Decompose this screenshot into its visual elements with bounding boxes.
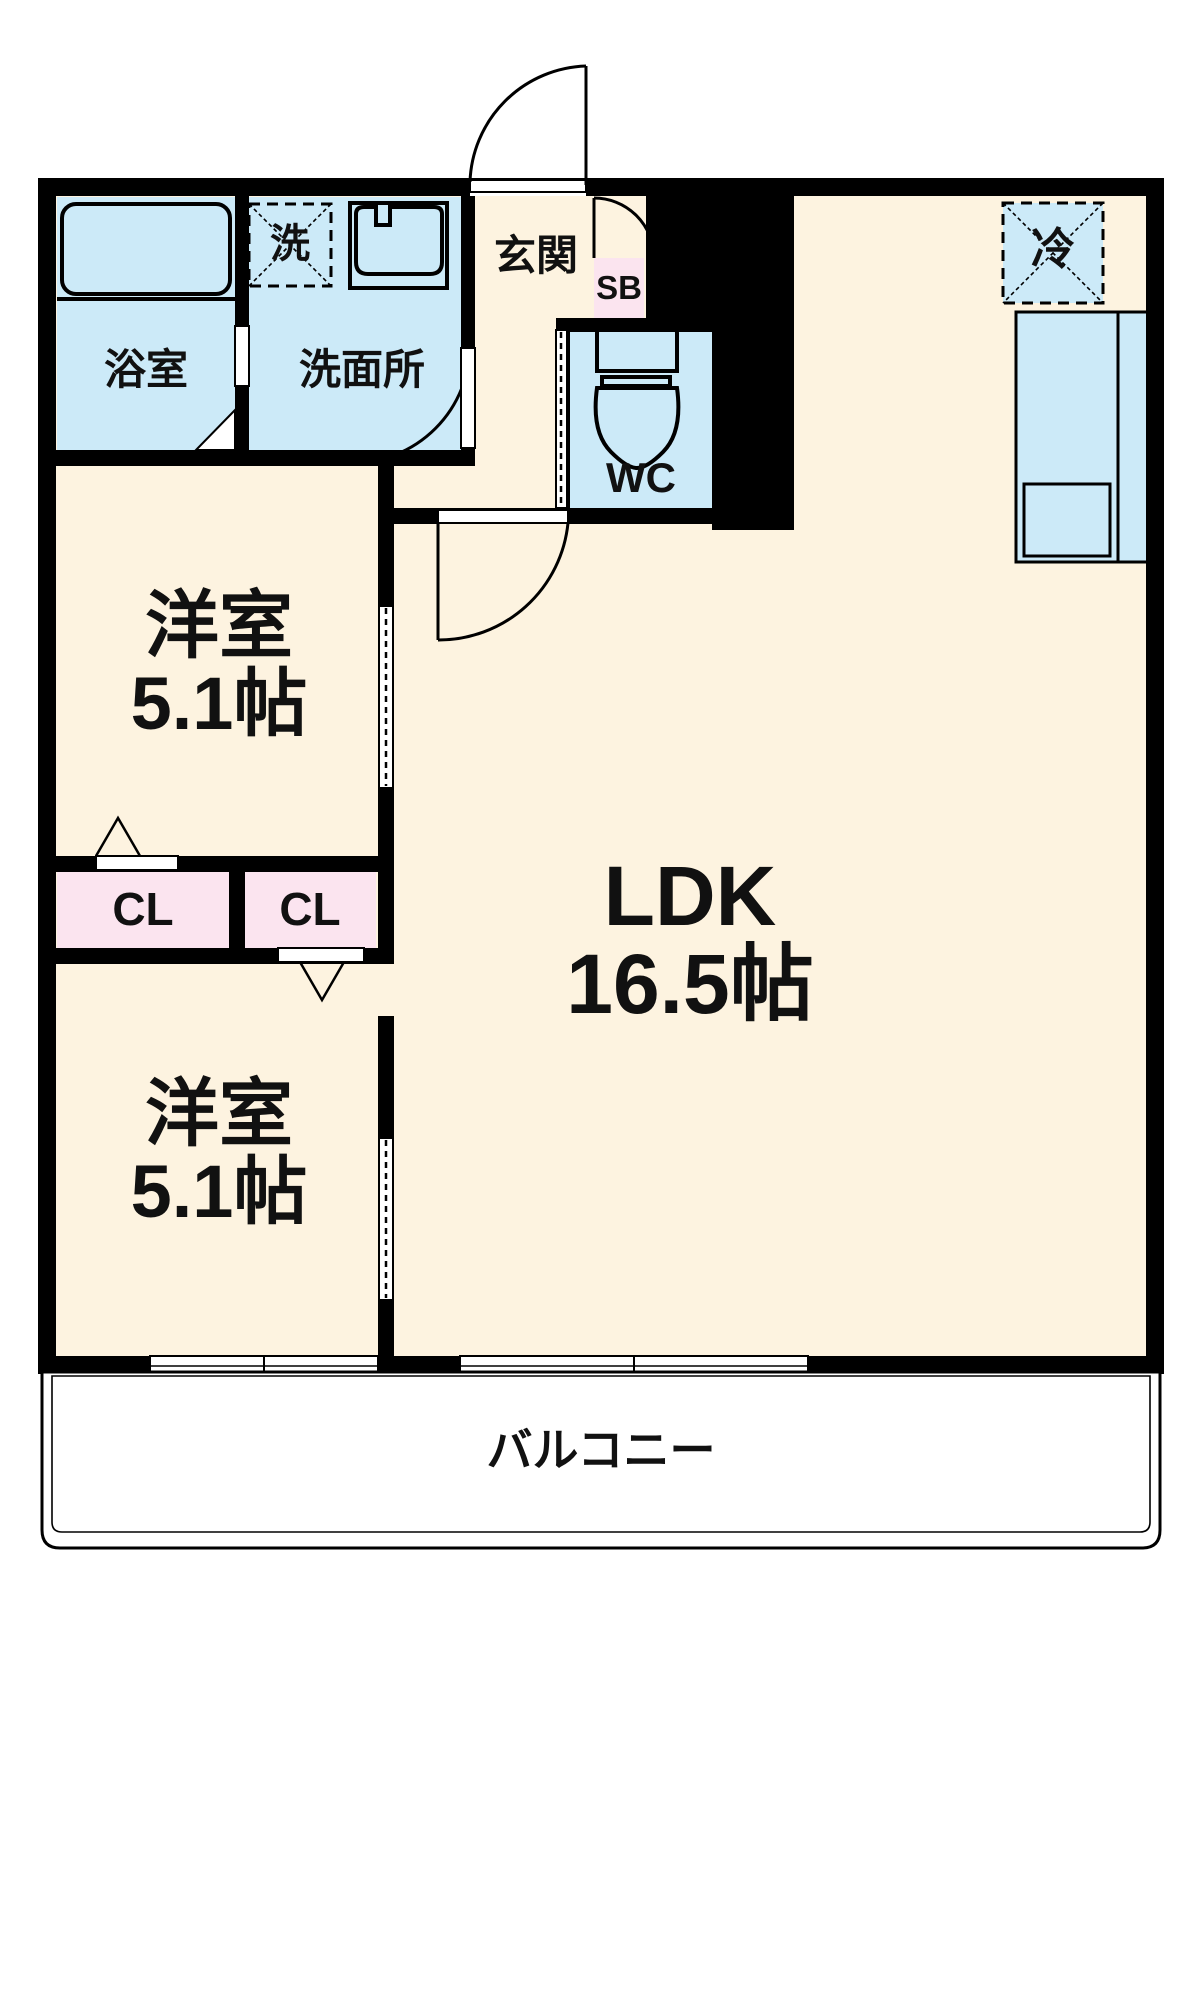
faucet-icon [374,201,392,227]
balcony-area [40,1370,1162,1550]
washroom-area [247,201,472,465]
bathtub-icon [60,202,232,296]
wall-wc-bottom [556,508,726,524]
wall-bedroom-ldk-1 [378,466,394,606]
bedroom-2-door [378,1137,394,1301]
bedroom-1-door [378,605,394,789]
fridge-space-icon [1001,201,1105,305]
wall-top [38,178,1164,196]
wall-bedroom-ldk-2 [378,788,394,958]
closet-2-door [277,947,365,1003]
toilet-bowl-icon [593,319,681,471]
wall-under-wet-block [38,450,475,466]
wall-left [38,178,56,1374]
closets [57,870,376,948]
bathroom-door [193,325,250,451]
kitchen-area [1001,201,1153,564]
wall-closet-top [38,856,394,872]
closet-2-fill [244,870,376,948]
wall-right [1146,178,1164,1374]
wall-bath-wash-upper [235,196,249,326]
ldk-hall-door [436,509,570,642]
shoe-box-fill [594,258,644,318]
wall-between-closets [229,856,245,964]
kitchen-counter-icon [1014,310,1153,564]
wc-door [555,329,568,509]
closet-1-fill [57,870,229,948]
vanity-sink-icon [348,201,449,290]
wall-bedroom-ldk-4 [378,1300,394,1374]
wc-area [593,319,681,471]
closet-1-door [94,815,179,871]
wall-bath-wash-lower [235,386,249,464]
washroom-door [460,347,476,449]
bathroom-area [57,202,235,301]
wall-bedroom-ldk-3 [378,1016,394,1138]
washer-space-icon [247,202,333,288]
wall-wc-right [712,190,794,530]
shoe-box-door [592,196,656,259]
wall-sb-under [556,318,712,332]
entrance-door [468,64,588,193]
